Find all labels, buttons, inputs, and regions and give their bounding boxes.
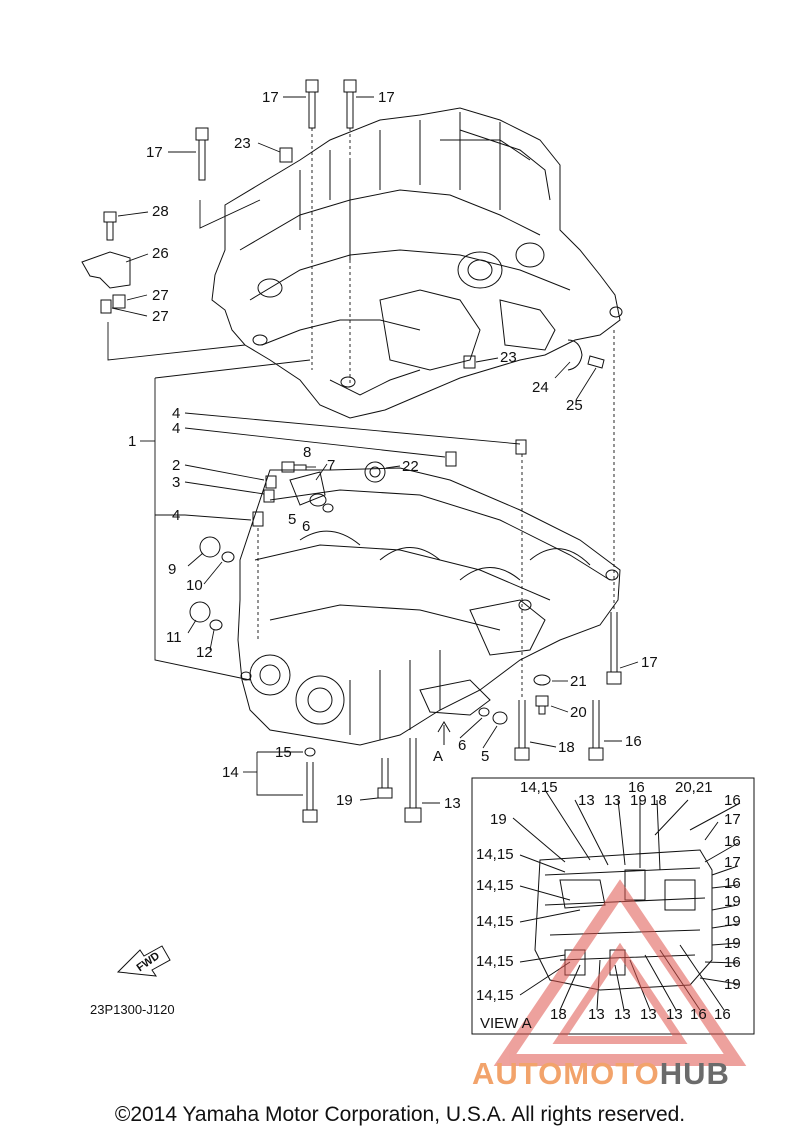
watermark-brand-main: AUTOMOTO — [472, 1056, 660, 1091]
view-callout: 17 — [724, 854, 741, 871]
view-callout: 14,15 — [476, 877, 514, 894]
view-callout: 14,15 — [476, 913, 514, 930]
view-callout: 19 — [724, 893, 741, 910]
view-arrow-label: A — [433, 748, 444, 765]
callout-10: 10 — [186, 577, 203, 594]
bolt-17 — [195, 127, 209, 181]
callout-28: 28 — [152, 203, 169, 220]
callout-5: 5 — [288, 511, 297, 528]
callout-27: 27 — [152, 287, 169, 304]
view-callout: 16 — [724, 875, 741, 892]
leader-lines — [107, 96, 639, 804]
callout-5: 5 — [481, 748, 490, 765]
callout-13: 13 — [444, 795, 461, 812]
callout-7: 7 — [327, 457, 336, 474]
callout-2: 2 — [172, 457, 181, 474]
view-callout: 16 — [714, 1006, 731, 1023]
view-callout: 16 — [724, 833, 741, 850]
upper-crankcase — [211, 107, 623, 419]
callout-17: 17 — [378, 89, 395, 106]
callout-4: 4 — [172, 420, 181, 437]
callout-20: 20 — [570, 704, 587, 721]
lower-crankcase — [237, 467, 621, 746]
view-callout: 16 — [628, 779, 645, 796]
view-callout: 13 — [578, 792, 595, 809]
view-callout: 20,21 — [675, 779, 713, 796]
callout-27: 27 — [152, 308, 169, 325]
copyright-notice: ©2014 Yamaha Motor Corporation, U.S.A. A… — [114, 1103, 686, 1126]
watermark-brand: AUTOMOTOHUB — [472, 1057, 730, 1091]
callout-17: 17 — [641, 654, 658, 671]
callout-9: 9 — [168, 561, 177, 578]
callout-15: 15 — [275, 744, 292, 761]
view-callout: 19 — [630, 792, 647, 809]
callout-3: 3 — [172, 474, 181, 491]
view-callout: 13 — [640, 1006, 657, 1023]
callout-11: 11 — [166, 629, 182, 646]
watermark-brand-suffix: HUB — [659, 1056, 730, 1091]
callout-4: 4 — [172, 405, 181, 422]
callout-14: 14 — [222, 764, 239, 781]
callout-17: 17 — [146, 144, 163, 161]
callout-17: 17 — [262, 89, 279, 106]
bolt-17 — [343, 79, 357, 129]
callout-24: 24 — [532, 379, 549, 396]
callout-6: 6 — [302, 518, 311, 535]
view-callout: 18 — [650, 792, 667, 809]
callout-21: 21 — [570, 673, 587, 690]
view-callout: 14,15 — [476, 953, 514, 970]
callout-12: 12 — [196, 644, 213, 661]
view-callout: 14,15 — [520, 779, 558, 796]
view-callout: 19 — [724, 913, 741, 930]
callout-1: 1 — [128, 433, 137, 450]
watermark-logo — [493, 879, 747, 1066]
view-callout: 16 — [724, 954, 741, 971]
view-callout: 13 — [604, 792, 621, 809]
callout-16: 16 — [625, 733, 642, 750]
view-callout: 13 — [614, 1006, 631, 1023]
part-code: 23P1300-J120 — [90, 1002, 175, 1017]
callout-4: 4 — [172, 507, 181, 524]
view-callout: 13 — [588, 1006, 605, 1023]
callout-22: 22 — [402, 458, 419, 475]
loose-parts — [81, 79, 622, 823]
callout-8: 8 — [303, 444, 312, 461]
view-callout: 13 — [666, 1006, 683, 1023]
view-callout: 19 — [724, 935, 741, 952]
view-a-label: VIEW A — [480, 1015, 532, 1032]
fwd-arrow — [116, 945, 171, 977]
callout-19: 19 — [336, 792, 353, 809]
callout-26: 26 — [152, 245, 169, 262]
callout-25: 25 — [566, 397, 583, 414]
view-callout: 18 — [550, 1006, 567, 1023]
callout-6: 6 — [458, 737, 467, 754]
view-callout: 14,15 — [476, 846, 514, 863]
view-callout: 14,15 — [476, 987, 514, 1004]
view-callout: 16 — [724, 792, 741, 809]
view-callout: 19 — [490, 811, 507, 828]
view-callout: 17 — [724, 811, 741, 828]
view-callout: 19 — [724, 976, 741, 993]
callout-18: 18 — [558, 739, 575, 756]
callout-23: 23 — [234, 135, 251, 152]
bolt-17 — [305, 79, 319, 129]
view-callout: 16 — [690, 1006, 707, 1023]
callout-23: 23 — [500, 349, 517, 366]
